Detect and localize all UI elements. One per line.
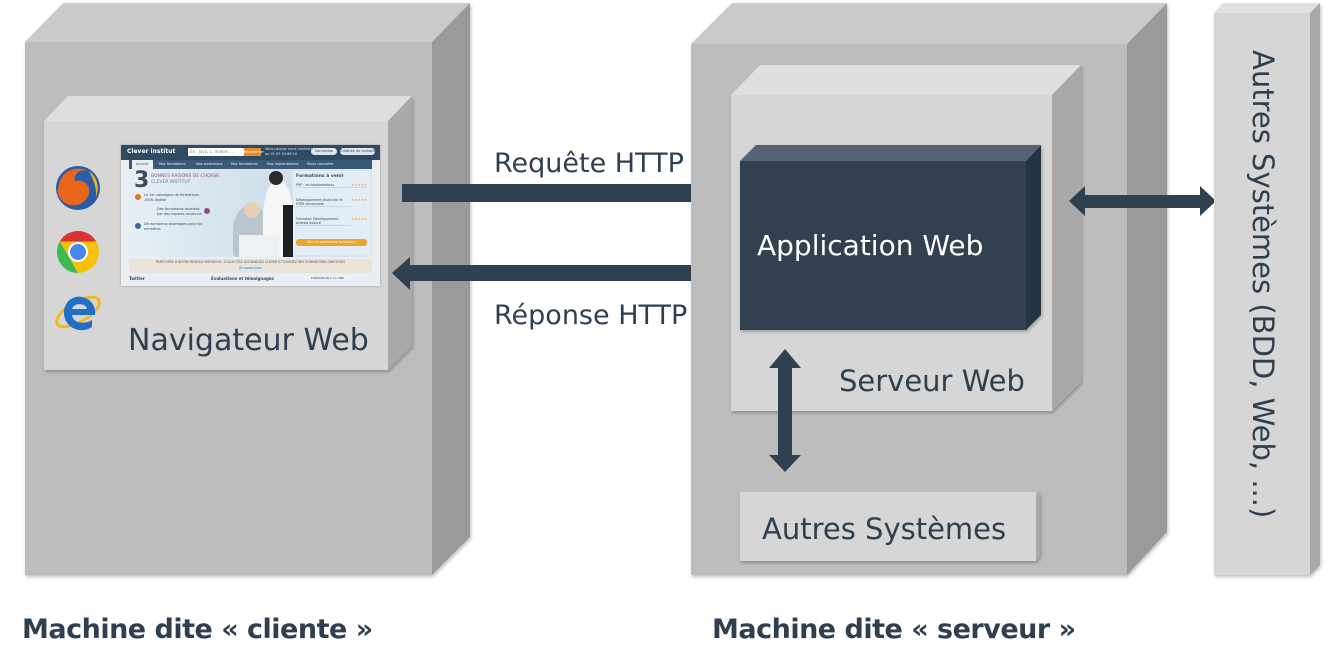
site-rating-stars: ★★★★★	[351, 217, 367, 221]
app-to-other-systems-arrow	[769, 349, 801, 472]
site-upcoming-title: Formations à venir	[296, 174, 344, 179]
browser-box-side	[388, 96, 412, 370]
chrome-icon	[56, 231, 99, 273]
external-systems-front	[1214, 13, 1310, 575]
client-machine-side	[432, 3, 470, 575]
site-contact-line1: Vous pouvez nous contacter	[265, 147, 315, 151]
site-footer-side: FORMATION À LA UNE	[303, 276, 352, 280]
other-systems-label: Autres Systèmes	[762, 512, 1007, 546]
site-footer-reviews: Evaluations et témoignages	[211, 276, 274, 281]
browser-label: Navigateur Web	[128, 323, 369, 358]
app-box-top	[740, 145, 1041, 161]
website-screenshot: Clever institut Ex : java, c, mobile, ..…	[121, 145, 380, 286]
site-hero-head2	[269, 171, 283, 185]
site-banner: PARTICIPEZ À NOTRE RÉSEAU VERTUEUX : COL…	[129, 259, 372, 273]
site-hero-number: 3	[134, 168, 150, 193]
external-systems-side	[1310, 3, 1320, 575]
site-reason-dot	[135, 223, 141, 229]
external-systems-label: Autres Systèmes (BDD, Web, ...)	[1246, 50, 1280, 519]
site-banner-link: En savoir plus	[236, 265, 265, 271]
client-machine-top	[25, 3, 470, 42]
site-footer-twitter: Twitter	[129, 276, 145, 281]
site-upcoming-item: PHP : les fondamentaux	[296, 183, 367, 188]
client-caption: Machine dite « cliente »	[22, 614, 373, 645]
other-systems-box-front	[740, 492, 1036, 561]
site-upcoming-button: Voir les prochaines formations	[296, 239, 367, 246]
server-machine-top	[691, 3, 1167, 44]
request-label: Requête HTTP	[494, 148, 684, 179]
web-server-box-side	[1052, 65, 1081, 411]
response-arrow	[392, 257, 734, 290]
other-systems-box-side	[1036, 491, 1040, 561]
site-upcoming-panel: Formations à venir PHP : les fondamentau…	[293, 171, 370, 255]
site-search-button: Rechercher	[244, 148, 264, 156]
app-label: Application Web	[757, 229, 984, 262]
request-arrow	[402, 176, 734, 210]
site-nav-item: Nos formations	[159, 162, 186, 166]
site-reason-dot	[204, 208, 210, 214]
app-box-side	[1026, 145, 1041, 330]
site-contact-line2: au 01 53 34 66 10	[265, 152, 298, 156]
site-hero-face	[244, 202, 260, 218]
site-banner-text: PARTICIPEZ À NOTRE RÉSEAU VERTUEUX : COL…	[155, 260, 346, 264]
site-rating-stars: ★★★★★	[351, 183, 367, 187]
external-systems-top	[1214, 3, 1320, 13]
site-reason: Le 1er catalogue de formations 100% digi…	[144, 193, 199, 202]
site-rating-stars: ★★★★★	[351, 198, 367, 202]
site-nav-item: Nos formateurs	[231, 162, 259, 166]
firefox-icon	[56, 166, 100, 210]
site-reason-dot	[135, 194, 141, 200]
response-label: Réponse HTTP	[494, 300, 688, 331]
site-login-button: Connexion	[311, 148, 337, 155]
site-nav: Accueil Nos formations Nos workshops Nos…	[129, 160, 372, 169]
site-upcoming-item: Développement JavaScript et HTML dynamiq…	[296, 198, 351, 207]
browser-box-top	[44, 96, 412, 121]
internet-explorer-icon	[55, 295, 101, 331]
site-upcoming-item: Formation Développement Android avancé	[296, 217, 351, 226]
server-to-external-arrow	[1069, 186, 1216, 216]
site-reason: Des formations animées par des experts r…	[157, 207, 202, 216]
site-search-input: Ex : java, c, mobile, ...	[188, 148, 244, 156]
app-box-front	[740, 161, 1026, 330]
site-reason: De nombreux avantages pour les membres	[144, 222, 203, 231]
site-hero-title: BONNES RAISONS DE CHOISIR	[151, 174, 220, 179]
site-nav-item: Accueil	[132, 160, 153, 169]
web-server-box-top	[731, 65, 1081, 95]
site-logo: Clever institut	[127, 148, 176, 155]
site-hero-subtitle: CLEVER INSTITUT	[151, 180, 191, 185]
site-contact: Vous pouvez nous contacter au 01 53 34 6…	[265, 147, 314, 157]
site-nav-item: Nos workshops	[196, 162, 223, 166]
web-server-label: Serveur Web	[839, 364, 1025, 398]
site-signup-button: Création de compte	[340, 148, 375, 155]
server-caption: Machine dite « serveur »	[712, 614, 1076, 645]
site-nav-item: Nos implantations	[267, 162, 299, 166]
site-nav-item: Nous connaître	[307, 162, 334, 166]
site-hero-suit	[283, 205, 293, 257]
server-machine-side	[1127, 3, 1167, 575]
site-hero-laptop	[239, 235, 279, 257]
